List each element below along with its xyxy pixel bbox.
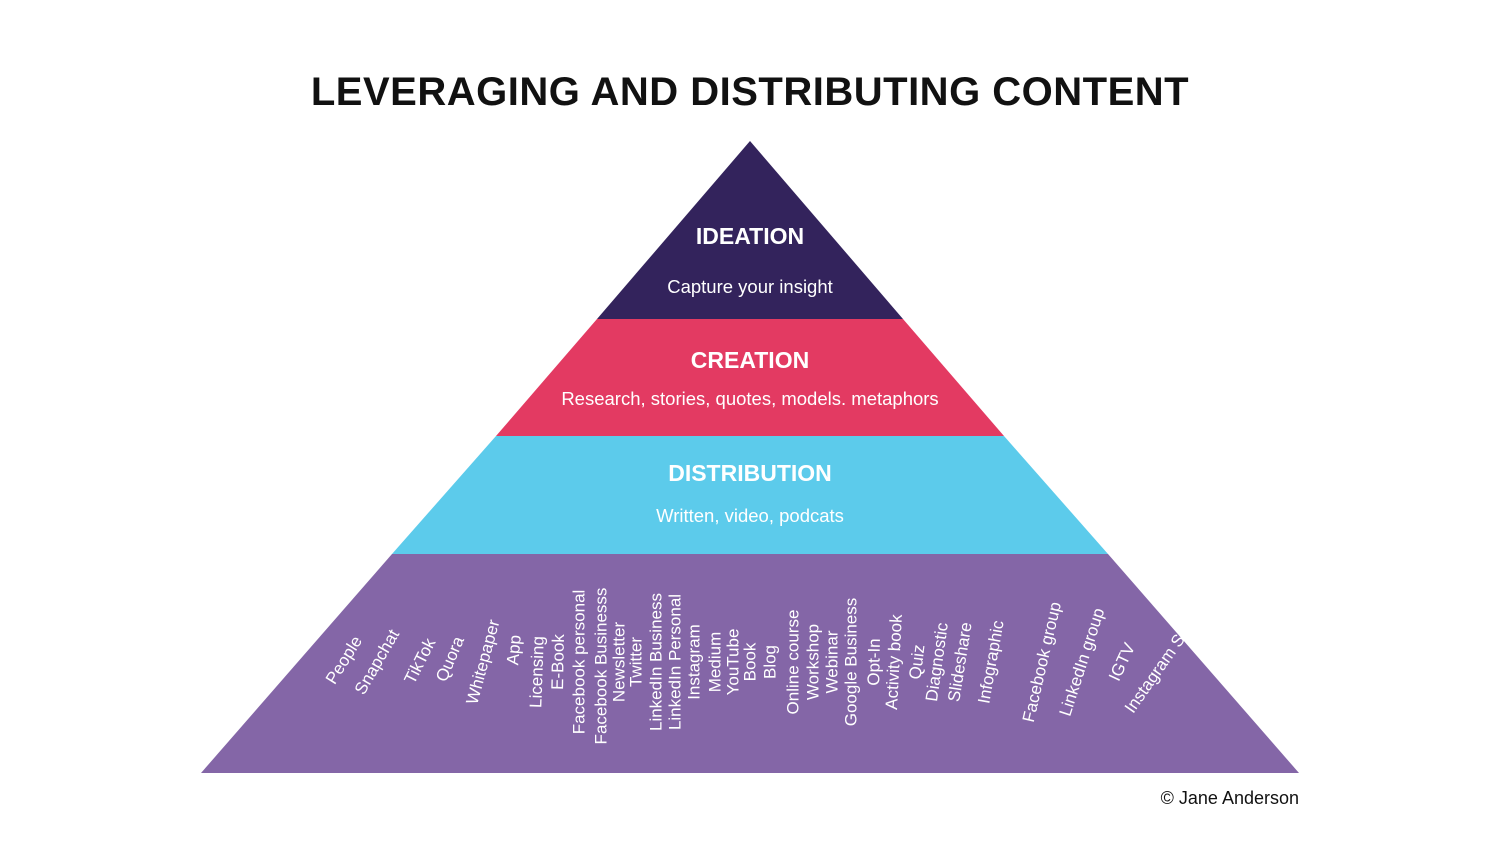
creation-subtitle: Research, stories, quotes, models. metap… bbox=[561, 388, 938, 409]
channel-label: Google Business bbox=[842, 598, 861, 727]
distribution-subtitle: Written, video, podcats bbox=[656, 505, 844, 526]
channel-label: Licensing bbox=[526, 636, 547, 708]
channel-label: Workshop bbox=[804, 624, 823, 700]
copyright-notice: © Jane Anderson bbox=[1160, 788, 1299, 808]
channel-label: YouTube bbox=[724, 629, 743, 696]
tier-channels bbox=[201, 554, 1299, 773]
channel-label: Newsletter bbox=[610, 622, 629, 703]
channel-label: Webinar bbox=[823, 630, 842, 693]
channel-label: Facebook Businesss bbox=[592, 588, 611, 745]
channel-label: Blog bbox=[761, 645, 780, 679]
channel-label: LinkedIn Business bbox=[647, 593, 666, 731]
ideation-subtitle: Capture your insight bbox=[667, 276, 833, 297]
channel-label: Facebook personal bbox=[570, 590, 589, 735]
distribution-title: DISTRIBUTION bbox=[668, 460, 832, 486]
channel-label: App bbox=[503, 634, 525, 666]
channel-label: Instagram bbox=[685, 624, 704, 700]
tier-creation bbox=[496, 319, 1004, 436]
ideation-title: IDEATION bbox=[696, 223, 804, 249]
channel-label: Online course bbox=[784, 610, 803, 715]
channel-label: Twitter bbox=[627, 637, 646, 687]
creation-title: CREATION bbox=[691, 347, 809, 373]
tier-distribution bbox=[392, 436, 1108, 554]
channel-label: LinkedIn Personal bbox=[666, 594, 685, 730]
channel-label: Quiz bbox=[905, 643, 928, 680]
channel-label: Medium bbox=[706, 632, 725, 692]
tier-ideation bbox=[597, 141, 903, 319]
channel-label: Activity book bbox=[882, 613, 906, 710]
channel-label: Opt-In bbox=[864, 638, 884, 686]
channel-label: E-Book bbox=[548, 633, 568, 690]
channel-label: Book bbox=[741, 642, 760, 681]
page-title: LEVERAGING AND DISTRIBUTING CONTENT bbox=[310, 70, 1190, 114]
